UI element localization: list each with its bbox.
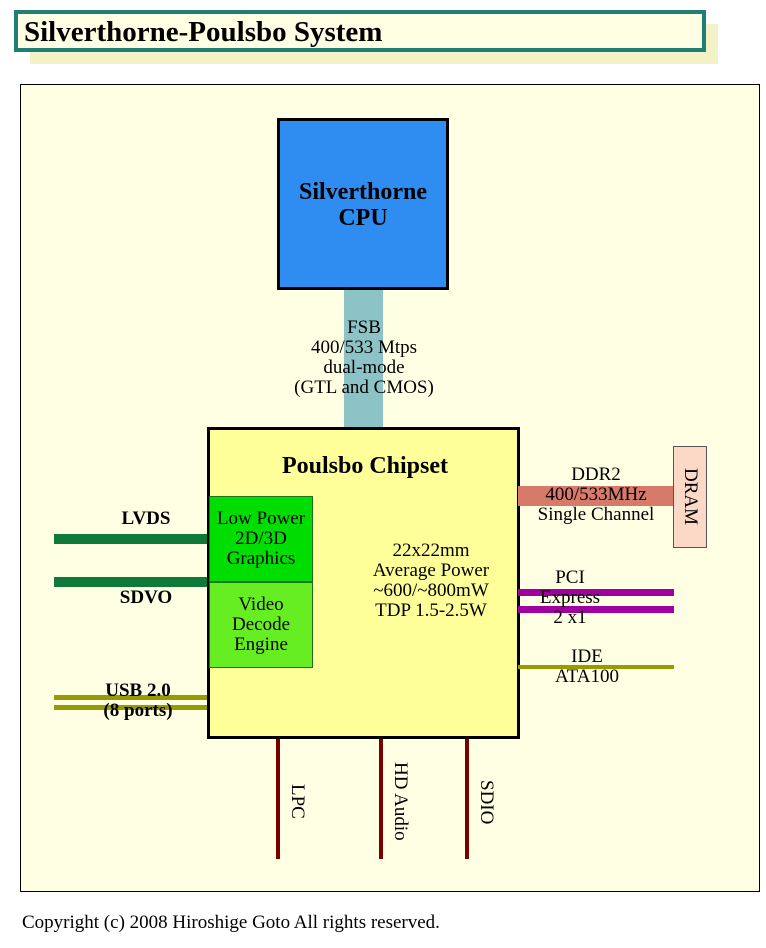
pci-label: PCI xyxy=(555,567,585,588)
lpc-label: LPC xyxy=(287,784,308,819)
usb-bus-1 xyxy=(54,695,210,700)
sdvo-label: SDVO xyxy=(119,587,173,608)
fsb-signaling: (GTL and CMOS) xyxy=(294,377,434,398)
chipset-title: Poulsbo Chipset xyxy=(281,453,449,479)
ddr-speed: 400/533MHz xyxy=(545,484,647,505)
fsb-bus xyxy=(344,290,383,428)
video-decode-block: Video Decode Engine xyxy=(209,582,313,668)
sdio-label: SDIO xyxy=(476,780,497,825)
sdio-bus xyxy=(465,739,469,859)
hd-audio-label: HD Audio xyxy=(390,762,411,841)
ide-label: IDE xyxy=(571,646,603,667)
lvds-label: LVDS xyxy=(121,508,171,529)
fsb-speed: 400/533 Mtps xyxy=(310,337,418,358)
video-line: Video xyxy=(238,594,284,615)
pci-bus-2 xyxy=(518,606,674,613)
pci-express-label: Express xyxy=(539,587,601,608)
chipset-power-value: ~600/~800mW xyxy=(373,580,489,601)
copyright-notice: Copyright (c) 2008 Hiroshige Goto All ri… xyxy=(22,912,440,933)
ddr-type: DDR2 xyxy=(571,464,621,485)
chipset-size: 22x22mm xyxy=(392,540,470,561)
video-line: Decode xyxy=(231,614,291,635)
hd-audio-bus xyxy=(379,739,383,859)
usb-bus-2 xyxy=(54,705,210,710)
usb-label: USB 2.0 xyxy=(105,680,171,701)
cpu-block: Silverthorne CPU xyxy=(277,118,449,290)
graphics-line: 2D/3D xyxy=(235,528,287,549)
usb-ports: (8 ports) xyxy=(103,700,173,721)
graphics-line: Graphics xyxy=(226,548,296,569)
ddr-bus xyxy=(518,486,673,506)
dram-block: DRAM xyxy=(673,446,707,548)
ddr-channel: Single Channel xyxy=(537,504,655,525)
fsb-mode: dual-mode xyxy=(323,357,405,378)
title-banner xyxy=(14,10,706,52)
ide-mode: ATA100 xyxy=(555,666,619,687)
pci-bus-1 xyxy=(518,589,674,596)
pci-lanes: 2 x1 xyxy=(553,607,587,628)
dram-label: DRAM xyxy=(680,468,701,526)
graphics-block: Low Power 2D/3D Graphics xyxy=(209,496,313,582)
chipset-power-label: Average Power xyxy=(372,560,490,581)
ide-bus xyxy=(518,665,674,669)
chipset-tdp: TDP 1.5-2.5W xyxy=(375,600,487,621)
cpu-name: Silverthorne xyxy=(299,179,427,205)
sdvo-bus xyxy=(54,577,210,587)
video-line: Engine xyxy=(234,634,288,655)
lvds-bus xyxy=(54,534,210,544)
page-title: Silverthorne-Poulsbo System xyxy=(24,16,383,48)
graphics-line: Low Power xyxy=(216,508,306,529)
cpu-label: CPU xyxy=(338,205,388,231)
lpc-bus xyxy=(276,739,280,859)
fsb-label: FSB xyxy=(347,317,381,338)
